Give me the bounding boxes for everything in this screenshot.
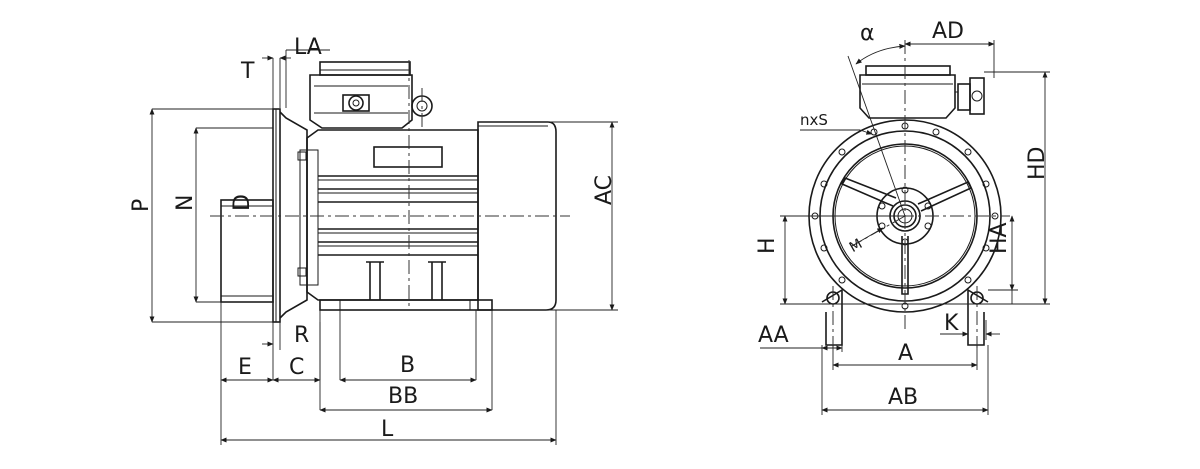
label-L: L xyxy=(381,417,394,442)
front-terminal-box xyxy=(859,65,985,119)
label-A: A xyxy=(898,341,913,366)
label-E: E xyxy=(238,355,252,380)
front-view: α AD nxS HD M H HA K AA A AB xyxy=(755,19,1050,415)
label-C: C xyxy=(289,355,304,380)
label-LA: LA xyxy=(294,35,322,60)
base-plate xyxy=(319,299,493,311)
cooling-fins xyxy=(318,175,478,256)
fan-spokes xyxy=(840,176,973,295)
shaft xyxy=(220,199,274,303)
label-B: B xyxy=(400,353,415,378)
label-N: N xyxy=(173,195,198,211)
label-M: M xyxy=(847,236,865,256)
label-AB: AB xyxy=(888,385,918,410)
label-T: T xyxy=(240,59,255,84)
label-P: P xyxy=(129,199,154,212)
label-D: D xyxy=(230,194,255,211)
label-HA: HA xyxy=(987,222,1012,254)
terminal-box xyxy=(309,61,433,129)
label-AC: AC xyxy=(592,175,617,205)
side-view: T LA P N D AC R E C B BB L xyxy=(129,35,618,445)
label-BB: BB xyxy=(388,384,418,409)
motor-body xyxy=(297,129,479,301)
label-nxS: nxS xyxy=(800,111,828,129)
front-dimension-lines xyxy=(760,41,1048,413)
label-AD: AD xyxy=(932,19,964,44)
label-AA: AA xyxy=(758,323,789,348)
dimension-lines xyxy=(149,49,615,443)
label-K: K xyxy=(944,311,959,336)
label-alpha: α xyxy=(860,21,875,46)
label-HD: HD xyxy=(1025,147,1050,180)
extension-lines xyxy=(152,50,618,445)
label-H: H xyxy=(755,237,780,254)
label-R: R xyxy=(294,323,309,348)
